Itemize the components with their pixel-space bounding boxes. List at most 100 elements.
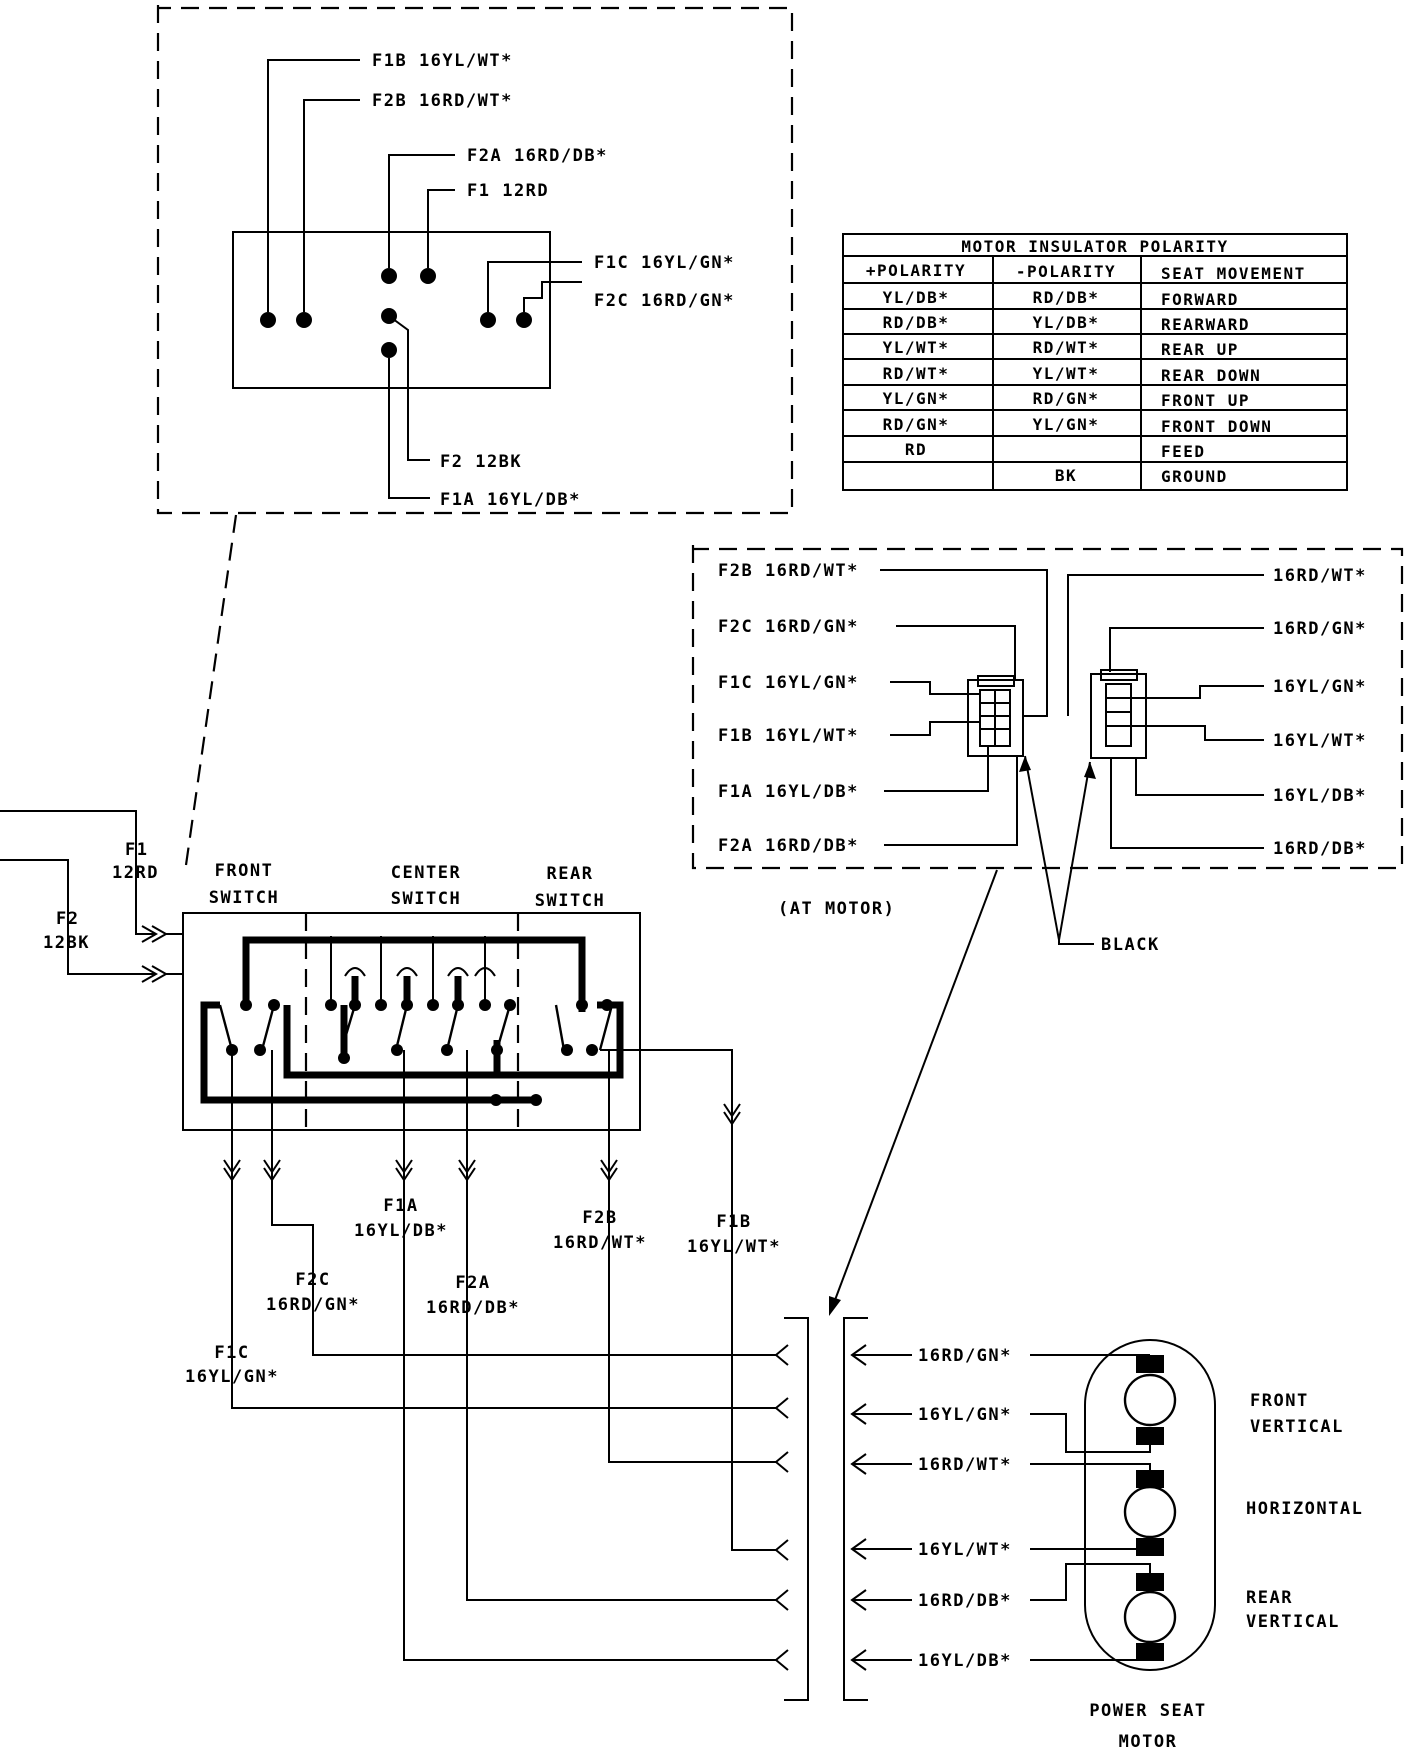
label-f2a: F2A 16RD/DB* — [467, 146, 608, 166]
power-seat-motor-title: MOTOR — [1119, 1732, 1178, 1752]
output-f2b-gauge: 16RD/WT* — [553, 1233, 647, 1253]
left-connector-housing — [967, 679, 1024, 757]
table-cell: YL/DB* — [1033, 313, 1100, 332]
horizontal-label: HORIZONTAL — [1246, 1499, 1363, 1519]
label-f2: F2 12BK — [440, 452, 522, 472]
seat-switch-assembly: F1 12RD F2 12BK FRONT SWITCH CENTER SWIT… — [0, 810, 781, 1661]
table-cell: FRONT DOWN — [1161, 417, 1272, 436]
motor-wire-label: 16YL/GN* — [918, 1405, 1012, 1425]
center-switch-label: CENTER — [391, 863, 461, 883]
output-f1a-gauge: 16YL/DB* — [354, 1221, 448, 1241]
feed-wire-f2 — [0, 859, 156, 975]
detail-to-motor-arrow — [834, 869, 998, 1301]
connector-body — [232, 231, 551, 389]
motor-wire-label: 16RD/GN* — [918, 1346, 1012, 1366]
output-f2c-id: F2C — [295, 1270, 330, 1290]
bus-f1 — [242, 936, 586, 1012]
center-switch-label: SWITCH — [391, 889, 461, 909]
motor-right-label: 16YL/GN* — [1273, 677, 1367, 697]
rear-vertical-label: VERTICAL — [1246, 1612, 1340, 1632]
motor-left-label-f2c: F2C 16RD/GN* — [718, 617, 859, 637]
lead-f1 — [427, 189, 455, 268]
output-f2b-id: F2B — [582, 1208, 617, 1228]
motor-wire-label: 16YL/DB* — [918, 1651, 1012, 1671]
label-f2c: F2C 16RD/GN* — [594, 291, 735, 311]
rear-vertical-motor — [1123, 1573, 1177, 1661]
label-f1b: F1B 16YL/WT* — [372, 51, 513, 71]
front-vertical-motor — [1123, 1355, 1177, 1445]
table-title: MOTOR INSULATOR POLARITY — [961, 237, 1228, 256]
table-header-minus: -POLARITY — [1016, 262, 1116, 281]
pin-f2c — [516, 312, 532, 328]
top-connector-detail: F1B 16YL/WT* F2B 16RD/WT* F2A 16RD/DB* F… — [156, 5, 794, 515]
motor-right-label: 16RD/GN* — [1273, 619, 1367, 639]
table-cell: RD/DB* — [883, 313, 950, 332]
lead-f2 — [388, 315, 430, 461]
motor-right-label: 16RD/DB* — [1273, 839, 1367, 859]
output-wire-f1c — [231, 1050, 776, 1409]
table-header-plus: +POLARITY — [866, 261, 966, 280]
table-cell: YL/WT* — [883, 338, 950, 357]
label-f1a: F1A 16YL/DB* — [440, 490, 581, 510]
front-switch-label: SWITCH — [209, 888, 279, 908]
motor-left-label-f2b: F2B 16RD/WT* — [718, 561, 859, 581]
output-f1c-gauge: 16YL/GN* — [185, 1367, 279, 1387]
pin-f1a — [381, 342, 397, 358]
rear-vertical-label: REAR — [1246, 1588, 1293, 1608]
pin-f1 — [420, 268, 436, 284]
polarity-table: MOTOR INSULATOR POLARITY +POLARITY -POLA… — [842, 233, 1348, 491]
table-header-movement: SEAT MOVEMENT — [1161, 264, 1306, 283]
motor-wire-label: 16RD/DB* — [918, 1591, 1012, 1611]
output-wire-f2b — [608, 1050, 776, 1463]
feed-f2-id: F2 — [56, 909, 79, 929]
rear-switch-label: SWITCH — [535, 891, 605, 911]
lead-f1a — [388, 358, 430, 499]
lead-f1b — [267, 59, 360, 312]
motor-left-label-f1a: F1A 16YL/DB* — [718, 782, 859, 802]
lead-f2a — [388, 154, 455, 268]
output-f1a-id: F1A — [383, 1196, 418, 1216]
feed-f1-id: F1 — [125, 840, 148, 860]
motor-right-label: 16YL/DB* — [1273, 786, 1367, 806]
output-f2a-gauge: 16RD/DB* — [426, 1298, 520, 1318]
motor-wire-label: 16RD/WT* — [918, 1455, 1012, 1475]
front-switch-label: FRONT — [215, 861, 274, 881]
output-f2c-gauge: 16RD/GN* — [266, 1295, 360, 1315]
table-cell: RD/GN* — [883, 415, 950, 434]
output-wire-f1b — [600, 1049, 776, 1551]
table-cell: RD/DB* — [1033, 288, 1100, 307]
table-cell: YL/WT* — [1033, 364, 1100, 383]
label-f1: F1 12RD — [467, 181, 549, 201]
bus-f2 — [200, 1001, 536, 1104]
table-cell: RD/GN* — [1033, 389, 1100, 408]
pin-f2a — [381, 268, 397, 284]
motor-left-label-f2a: F2A 16RD/DB* — [718, 836, 859, 856]
table-border — [842, 233, 1348, 491]
table-cell: RD/WT* — [883, 364, 950, 383]
rear-switch-label: REAR — [547, 864, 594, 884]
table-cell: FEED — [1161, 442, 1206, 461]
harness-connector-half — [784, 1317, 809, 1701]
bus-center — [283, 1001, 624, 1079]
label-f1c: F1C 16YL/GN* — [594, 253, 735, 273]
lead-f2c — [523, 281, 582, 312]
front-vertical-label: VERTICAL — [1250, 1417, 1344, 1437]
black-label: BLACK — [1101, 935, 1160, 955]
feed-wire-f1 — [0, 810, 156, 935]
table-cell: RD/WT* — [1033, 338, 1100, 357]
table-cell: REARWARD — [1161, 315, 1250, 334]
motor-connector-detail: F2B 16RD/WT* F2C 16RD/GN* F1C 16YL/GN* F… — [691, 545, 1404, 955]
pin-f2b — [296, 312, 312, 328]
output-f1b-gauge: 16YL/WT* — [687, 1237, 781, 1257]
horizontal-motor — [1123, 1470, 1177, 1556]
motor-right-label: 16RD/WT* — [1273, 566, 1367, 586]
table-cell: REAR DOWN — [1161, 366, 1261, 385]
output-wire-f2a — [466, 1050, 776, 1601]
feed-f1-gauge: 12RD — [112, 863, 159, 883]
table-cell: YL/GN* — [883, 389, 950, 408]
table-cell: RD — [905, 440, 927, 459]
output-f2a-id: F2A — [455, 1273, 490, 1293]
motor-left-label-f1c: F1C 16YL/GN* — [718, 673, 859, 693]
motor-enclosure — [1084, 1339, 1216, 1671]
